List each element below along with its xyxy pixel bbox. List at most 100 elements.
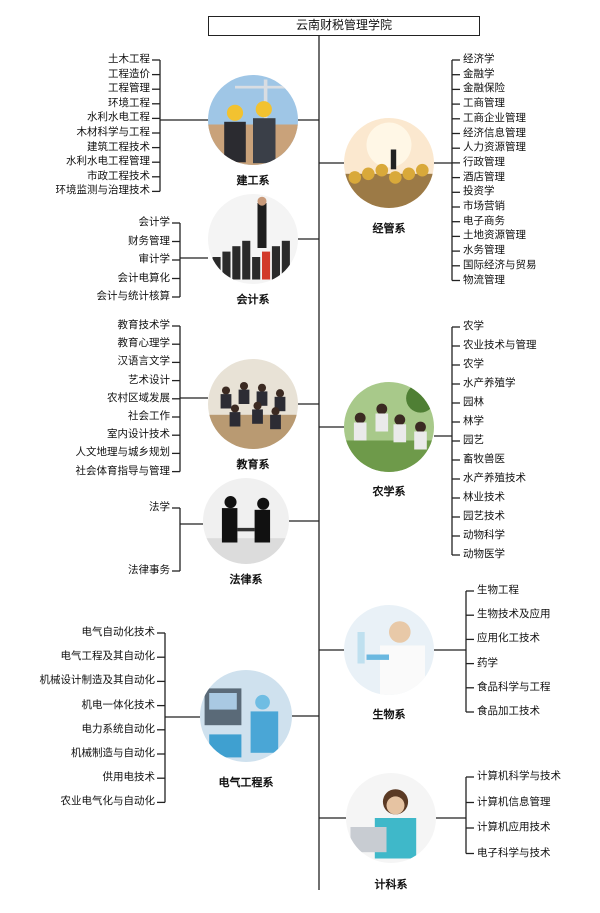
worker-1: [224, 121, 246, 163]
student-body: [270, 414, 281, 430]
crane-jib: [235, 85, 289, 89]
dept-6-major-item: 动物医学: [463, 548, 505, 560]
person-standing: [257, 203, 267, 248]
dept-8-photo: [346, 773, 436, 863]
bar-pillar: [232, 246, 241, 280]
gold-coin: [402, 167, 416, 181]
gold-coin: [348, 171, 362, 184]
dept-8-major-item: 计算机应用技术: [477, 821, 551, 833]
dept-5-major-item: 土地资源管理: [463, 229, 526, 242]
dept-7-photo-illustration: [344, 605, 434, 695]
dept-2-major-item: 教育技术学: [117, 319, 171, 331]
dept-6-major-item: 水产养殖学: [463, 377, 516, 389]
dept-0-major-item: 市政工程技术: [87, 169, 150, 182]
dept-5-major-item: 市场营销: [463, 200, 505, 212]
dept-0-major-item: 环境工程: [108, 96, 150, 109]
dept-6-major-item: 农业技术与管理: [463, 339, 537, 351]
gloves: [366, 654, 389, 660]
dept-5-major-item: 人力资源管理: [463, 141, 526, 154]
dept-4-major-item: 农业电气化与自动化: [60, 795, 156, 808]
worker-uniform: [250, 711, 279, 753]
dept-5-major-item: 经济信息管理: [463, 126, 526, 139]
dept-6-major-item: 园艺: [463, 434, 484, 446]
person-shirt: [353, 422, 367, 441]
dept-8-major-item: 计算机信息管理: [477, 795, 551, 808]
person-head: [354, 412, 366, 424]
face: [386, 796, 405, 815]
student-head: [230, 404, 240, 413]
dept-5-photo: [344, 118, 434, 208]
dept-1-major-item: 会计学: [138, 216, 171, 228]
dept-2-major-item: 室内设计技术: [107, 428, 170, 441]
gold-coin: [416, 163, 429, 177]
dept-2-major-item: 农村区域发展: [107, 391, 170, 404]
dept-5-major-item: 经济学: [463, 53, 495, 65]
dept-6-major-item: 园艺技术: [463, 510, 505, 522]
laptop: [350, 827, 387, 853]
dept-0-major-item: 工程造价: [108, 67, 150, 80]
dept-0-major-item: 环境监测与治理技术: [55, 184, 151, 197]
dept-6-major-item: 园林: [463, 396, 484, 408]
dept-5-major-item: 工商企业管理: [463, 111, 526, 124]
dept-6-major-item: 农学: [463, 320, 484, 332]
dept-3-major-item: 法学: [149, 501, 170, 513]
dept-3-major-item: 法律事务: [128, 564, 170, 576]
bar-pillar: [271, 246, 280, 280]
dept-1-photo-illustration: [208, 194, 298, 284]
dept-4-photo-illustration: [200, 670, 292, 762]
dept-8-name: 计科系: [374, 878, 408, 891]
student-head: [275, 389, 285, 398]
dept-6-name: 农学系: [372, 485, 406, 498]
dept-5-major-item: 投资学: [463, 185, 495, 198]
dept-4-name: 电气工程系: [218, 776, 274, 789]
screen: [209, 693, 237, 710]
person-shirt: [393, 424, 407, 443]
dept-7-major-item: 应用化工技术: [477, 632, 540, 645]
sun-glow: [366, 122, 412, 168]
dept-2-major-item: 人文地理与城乡规划: [75, 446, 171, 459]
dept-4-major-item: 电气自动化技术: [81, 626, 156, 638]
dept-1-name: 会计系: [236, 293, 270, 306]
dept-7-photo: [344, 605, 434, 695]
gold-coin: [375, 163, 389, 177]
dept-0-major-item: 水利水电工程: [87, 111, 150, 124]
test-tube: [357, 632, 365, 664]
student-body: [274, 396, 286, 412]
dept-5-major-item: 水务管理: [463, 244, 505, 257]
dept-5-major-item: 金融保险: [463, 82, 505, 95]
dept-5-major-item: 电子商务: [463, 214, 505, 227]
dept-4-major-item: 供用电技术: [102, 771, 156, 784]
person-head: [257, 196, 267, 206]
worker-cap: [255, 694, 270, 710]
dept-8-major-item: 电子科学与技术: [477, 846, 551, 859]
dept-6-major-item: 林业技术: [463, 491, 505, 503]
dept-7-name: 生物系: [372, 708, 406, 721]
student-body: [256, 391, 268, 406]
hardhat-2: [255, 101, 272, 118]
dept-2-major-item: 社会体育指导与管理: [75, 464, 171, 477]
dept-5-major-item: 物流管理: [463, 273, 505, 286]
dept-3-name: 法律系: [229, 573, 263, 586]
college-title: 云南财税管理学院: [208, 16, 480, 36]
person-shirt: [414, 431, 427, 450]
dept-8-photo-illustration: [346, 773, 436, 863]
dept-6-major-item: 畜牧兽医: [463, 453, 505, 465]
dept-4-major-item: 电力系统自动化: [81, 722, 156, 735]
person-head: [415, 421, 426, 433]
bar-pillar: [281, 240, 290, 280]
dept-7-major-item: 食品加工技术: [477, 705, 540, 717]
dept-5-major-item: 酒店管理: [463, 170, 505, 183]
dept-4-photo: [200, 670, 292, 762]
dept-2-major-item: 汉语言文学: [117, 355, 171, 368]
dept-7-major-item: 生物工程: [477, 584, 519, 596]
dept-4-major-item: 机械设计制造及其自动化: [39, 674, 156, 687]
bar-pillar: [252, 257, 261, 280]
dept-6-major-item: 农学: [463, 358, 484, 370]
dept-7-major-item: 药学: [477, 656, 498, 669]
businessman: [390, 149, 397, 170]
dept-2-major-item: 教育心理学: [117, 337, 171, 350]
person-head: [376, 403, 388, 415]
dept-1-major-item: 财务管理: [128, 234, 170, 247]
dept-1-major-item: 审计学: [138, 253, 171, 265]
